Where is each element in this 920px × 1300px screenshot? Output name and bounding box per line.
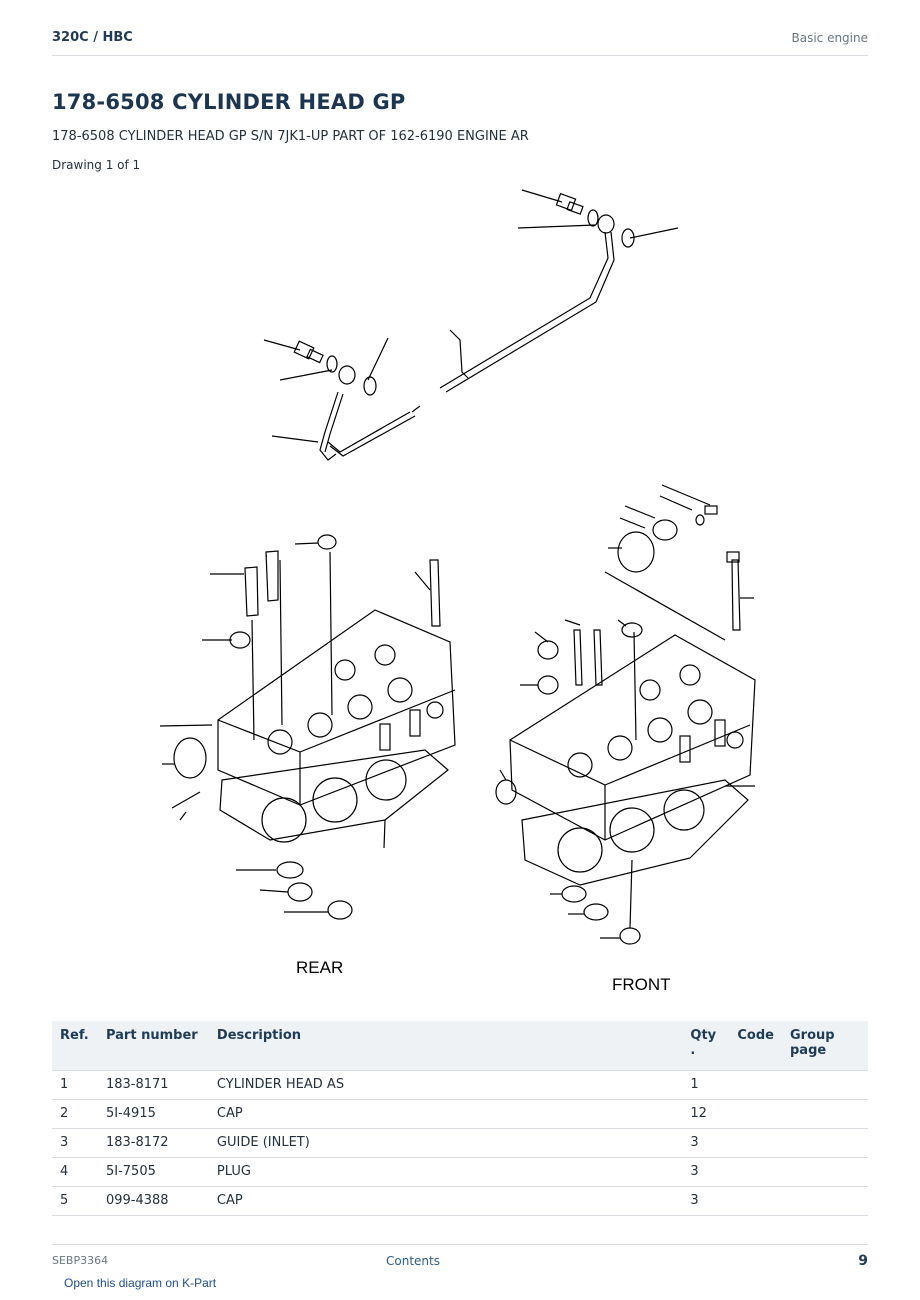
document-id: SEBP3364 (52, 1254, 109, 1267)
exploded-view-drawing (159, 189, 756, 945)
row-qty: 3 (682, 1128, 730, 1158)
page-title: 178-6508 CYLINDER HEAD GP (52, 90, 406, 114)
front-cylinder-head-view (495, 484, 756, 945)
row-group-page (782, 1070, 868, 1100)
row-description: PLUG (208, 1157, 683, 1187)
row-qty: 12 (682, 1099, 730, 1129)
row-qty: 3 (682, 1157, 730, 1187)
rear-cylinder-head-view (159, 534, 456, 920)
table-row: 5 099-4388 CAP 3 (52, 1186, 868, 1216)
row-part-number: 099-4388 (97, 1186, 209, 1216)
row-group-page (782, 1128, 868, 1158)
row-description: GUIDE (INLET) (208, 1128, 683, 1158)
row-ref: 2 (52, 1099, 98, 1129)
row-ref: 5 (52, 1186, 98, 1216)
row-ref: 4 (52, 1157, 98, 1187)
row-code (729, 1186, 782, 1216)
row-part-number: 5I-4915 (97, 1099, 209, 1129)
rear-view-label: REAR (296, 958, 344, 977)
col-part-number: Part number (97, 1021, 209, 1071)
col-ref: Ref. (52, 1021, 98, 1071)
row-group-page (782, 1186, 868, 1216)
parts-table: Ref. Part number Description Qty . Code … (52, 1021, 868, 1216)
row-description: CYLINDER HEAD AS (208, 1070, 683, 1100)
row-qty: 1 (682, 1070, 730, 1100)
table-row: 2 5I-4915 CAP 12 (52, 1099, 868, 1129)
col-group-page: Group page (782, 1021, 868, 1071)
row-code (729, 1157, 782, 1187)
col-qty: Qty . (682, 1021, 730, 1071)
page-footer: SEBP3364 Contents 9 (52, 1244, 868, 1274)
row-description: CAP (208, 1099, 683, 1129)
col-description: Description (208, 1021, 683, 1071)
page-subtitle: 178-6508 CYLINDER HEAD GP S/N 7JK1-UP PA… (52, 129, 529, 144)
row-part-number: 5I-7505 (97, 1157, 209, 1187)
table-row: 4 5I-7505 PLUG 3 (52, 1157, 868, 1187)
section-name: Basic engine (791, 31, 868, 45)
table-row: 3 183-8172 GUIDE (INLET) 3 (52, 1128, 868, 1158)
row-part-number: 183-8171 (97, 1070, 209, 1100)
row-ref: 1 (52, 1070, 98, 1100)
row-group-page (782, 1099, 868, 1129)
row-code (729, 1128, 782, 1158)
col-code: Code (729, 1021, 782, 1071)
contents-link[interactable]: Contents (386, 1254, 440, 1268)
page-header: 320C / HBC Basic engine (52, 28, 868, 56)
page-number: 9 (858, 1253, 868, 1269)
parts-table-header: Ref. Part number Description Qty . Code … (52, 1021, 868, 1071)
table-row: 1 183-8171 CYLINDER HEAD AS 1 (52, 1070, 868, 1100)
row-qty: 3 (682, 1186, 730, 1216)
open-in-kpart-link[interactable]: Open this diagram on K-Part (64, 1276, 217, 1290)
row-group-page (782, 1157, 868, 1187)
row-ref: 3 (52, 1128, 98, 1158)
drawing-count: Drawing 1 of 1 (52, 158, 141, 172)
row-part-number: 183-8172 (97, 1128, 209, 1158)
row-code (729, 1070, 782, 1100)
model-breadcrumb: 320C / HBC (52, 30, 133, 45)
front-view-label: FRONT (612, 975, 671, 994)
row-description: CAP (208, 1186, 683, 1216)
row-code (729, 1099, 782, 1129)
oil-line-assembly (263, 189, 679, 461)
parts-diagram (150, 180, 780, 1000)
